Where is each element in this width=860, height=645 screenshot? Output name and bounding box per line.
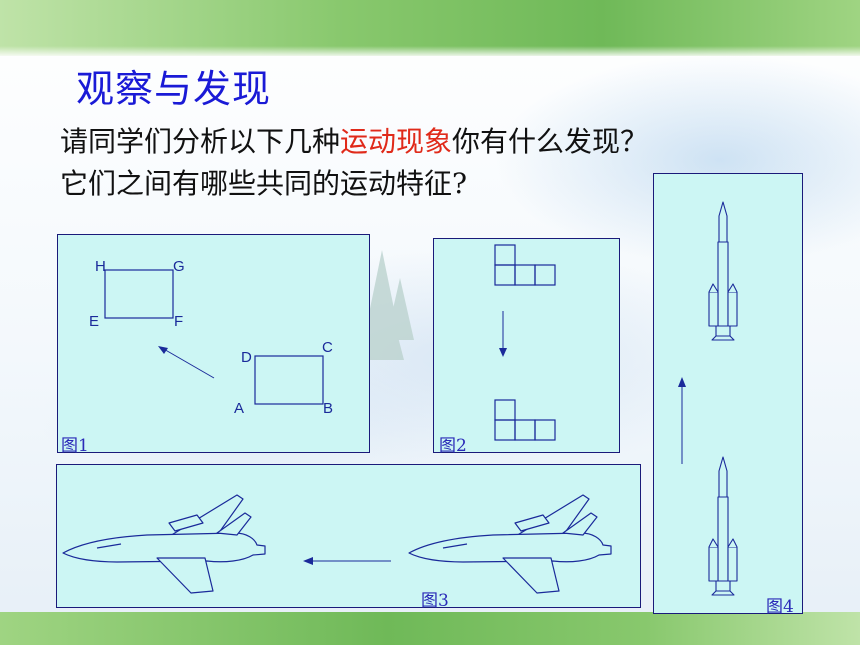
figure-4-caption: 图4	[766, 597, 794, 617]
label-c: C	[322, 339, 333, 356]
figure-4-drawing	[678, 201, 738, 596]
figure-1-panel: H G E F D C A B 图1	[57, 234, 370, 456]
figure-2-caption: 图2	[439, 436, 467, 456]
rocket-top	[708, 201, 738, 341]
l-shape-bottom	[494, 399, 556, 441]
airplane-left	[62, 494, 266, 594]
question-line-2: 它们之间有哪些共同的运动特征?	[60, 167, 468, 200]
label-g: G	[173, 258, 185, 275]
translation-arrow-shaft	[161, 347, 215, 379]
figure-2-panel: 图2	[433, 238, 620, 456]
label-a: A	[234, 400, 244, 417]
rect-dcba	[254, 355, 324, 405]
left-arrow-head	[303, 557, 313, 565]
figure-1-caption: 图1	[61, 436, 89, 456]
figure-3-drawing	[62, 494, 612, 594]
figure-1-drawing: H G E F D C A B	[89, 258, 333, 417]
top-green-band	[0, 0, 860, 56]
question-line-1: 请同学们分析以下几种运动现象你有什么发现？	[60, 120, 648, 160]
figure-3-caption: 图3	[421, 591, 449, 611]
question-highlight: 运动现象	[340, 125, 453, 158]
up-arrow-head	[678, 377, 686, 387]
question-line-1-end: 你有什么发现？	[452, 125, 649, 158]
airplane-right	[408, 494, 612, 594]
label-b: B	[323, 400, 333, 417]
rect-hgfe	[104, 269, 174, 319]
down-arrow-head	[499, 348, 507, 357]
label-e: E	[89, 313, 99, 330]
l-shape-top	[494, 244, 556, 286]
question-line-1-start: 请同学们分析以下几种	[60, 125, 341, 158]
figure-3-panel: 图3	[56, 464, 641, 611]
translation-arrow-head	[158, 346, 168, 354]
rocket-bottom	[708, 456, 738, 596]
slide-title: 观察与发现	[76, 67, 272, 111]
figure-2-drawing	[494, 244, 556, 441]
label-h: H	[95, 258, 106, 275]
bottom-green-band	[0, 612, 860, 645]
label-d: D	[241, 349, 252, 366]
figure-4-panel: 图4	[653, 173, 803, 617]
label-f: F	[174, 313, 183, 330]
